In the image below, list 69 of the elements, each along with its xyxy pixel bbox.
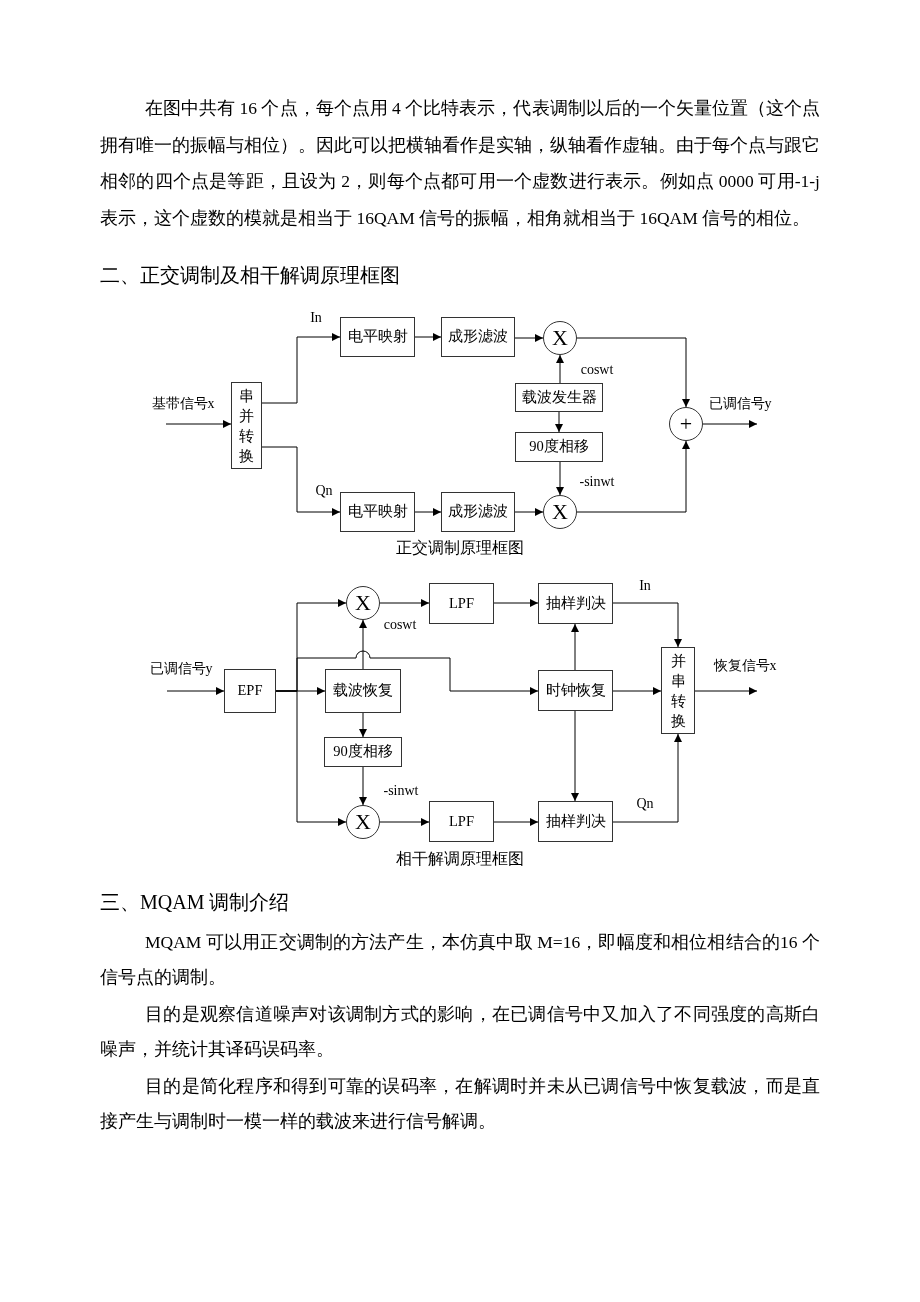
arrow	[359, 712, 367, 738]
process-box: 载波恢复	[325, 669, 401, 713]
process-box: LPF	[429, 801, 494, 842]
arrow	[414, 333, 442, 341]
arrow	[576, 440, 690, 513]
multiplier-circle: X	[346, 586, 380, 620]
edge-label: In	[310, 310, 322, 326]
converter-box: 并串转换	[661, 647, 695, 734]
multiplier-circle: X	[543, 495, 577, 529]
process-box: 抽样判决	[538, 583, 613, 624]
arrow	[556, 354, 564, 384]
arrow	[612, 602, 682, 648]
process-box: 载波发生器	[515, 383, 603, 412]
edge-label: coswt	[383, 617, 417, 633]
arrow	[702, 420, 758, 428]
process-box: 电平映射	[340, 317, 415, 357]
edge-label: 基带信号x	[151, 396, 215, 412]
process-box: 90度相移	[324, 737, 402, 767]
arrow	[612, 687, 662, 695]
section-heading: 二、正交调制及相干解调原理框图	[100, 263, 400, 288]
arrow	[166, 687, 225, 695]
arrow	[555, 411, 563, 433]
arrow	[275, 650, 539, 695]
arrow	[694, 687, 758, 695]
arrow	[379, 818, 430, 826]
paragraph: 目的是观察信道噪声对该调制方式的影响，在已调信号中又加入了不同强度的高斯白噪声，并统计其译码误码率。	[100, 1003, 820, 1061]
process-box: 抽样判决	[538, 801, 613, 842]
paragraph: MQAM 可以用正交调制的方法产生，本仿真中取 M=16，即幅度和相位相结合的16 个信号点的调制。	[100, 931, 820, 989]
adder-circle: +	[669, 407, 703, 441]
paragraph: 目的是简化程序和得到可靠的误码率，在解调时并未从已调信号中恢复载波，而是直接产生与调制时一模一样的载波来进行信号解调。	[100, 1075, 820, 1133]
arrow	[571, 710, 579, 802]
edge-label: In	[639, 578, 651, 594]
figure-caption: 相干解调原理框图	[396, 849, 524, 869]
arrow	[414, 508, 442, 516]
arrow	[576, 337, 690, 408]
converter-box: 串并转换	[231, 382, 262, 469]
process-box: 时钟恢复	[538, 670, 613, 711]
multiplier-circle: X	[346, 805, 380, 839]
edge-label: 恢复信号x	[713, 658, 777, 674]
arrow	[514, 508, 544, 516]
arrow	[514, 334, 544, 342]
process-box: LPF	[429, 583, 494, 624]
arrow	[165, 420, 232, 428]
multiplier-circle: X	[543, 321, 577, 355]
arrow	[571, 623, 579, 671]
arrow	[612, 733, 682, 823]
edge-label: Qn	[636, 796, 654, 812]
process-box: 成形滤波	[441, 492, 515, 532]
arrow	[261, 333, 341, 404]
edge-label: -sinwt	[579, 474, 615, 490]
figure-caption: 正交调制原理框图	[396, 538, 524, 558]
arrow	[379, 599, 430, 607]
section-heading: 三、MQAM 调制介绍	[100, 890, 290, 915]
arrow	[359, 766, 367, 806]
process-box: 成形滤波	[441, 317, 515, 357]
process-box: 电平映射	[340, 492, 415, 532]
edge-label: -sinwt	[383, 783, 419, 799]
arrow	[359, 619, 367, 670]
process-box: EPF	[224, 669, 276, 713]
arrow	[261, 446, 341, 516]
arrow	[493, 599, 539, 607]
edge-label: Qn	[315, 483, 333, 499]
arrow	[493, 818, 539, 826]
arrow	[556, 461, 564, 496]
edge-label: 已调信号y	[708, 396, 772, 412]
paragraph: 在图中共有 16 个点，每个点用 4 个比特表示，代表调制以后的一个矢量位置（这个点拥有唯一的振幅与相位）。因此可以把横轴看作是实轴，纵轴看作虚轴。由于每个点与跟它相邻的四个点是等距，且设为 2，则每个点都可用一个虚数进行表示。例如点 0000 可用-1-j表示，这个虚数的模就是相当于 16QAM 信号的振幅，相角就相当于 16QAM 信号的相位。	[100, 97, 820, 231]
edge-label: 已调信号y	[149, 661, 213, 677]
edge-label: coswt	[580, 362, 614, 378]
process-box: 90度相移	[515, 432, 603, 462]
